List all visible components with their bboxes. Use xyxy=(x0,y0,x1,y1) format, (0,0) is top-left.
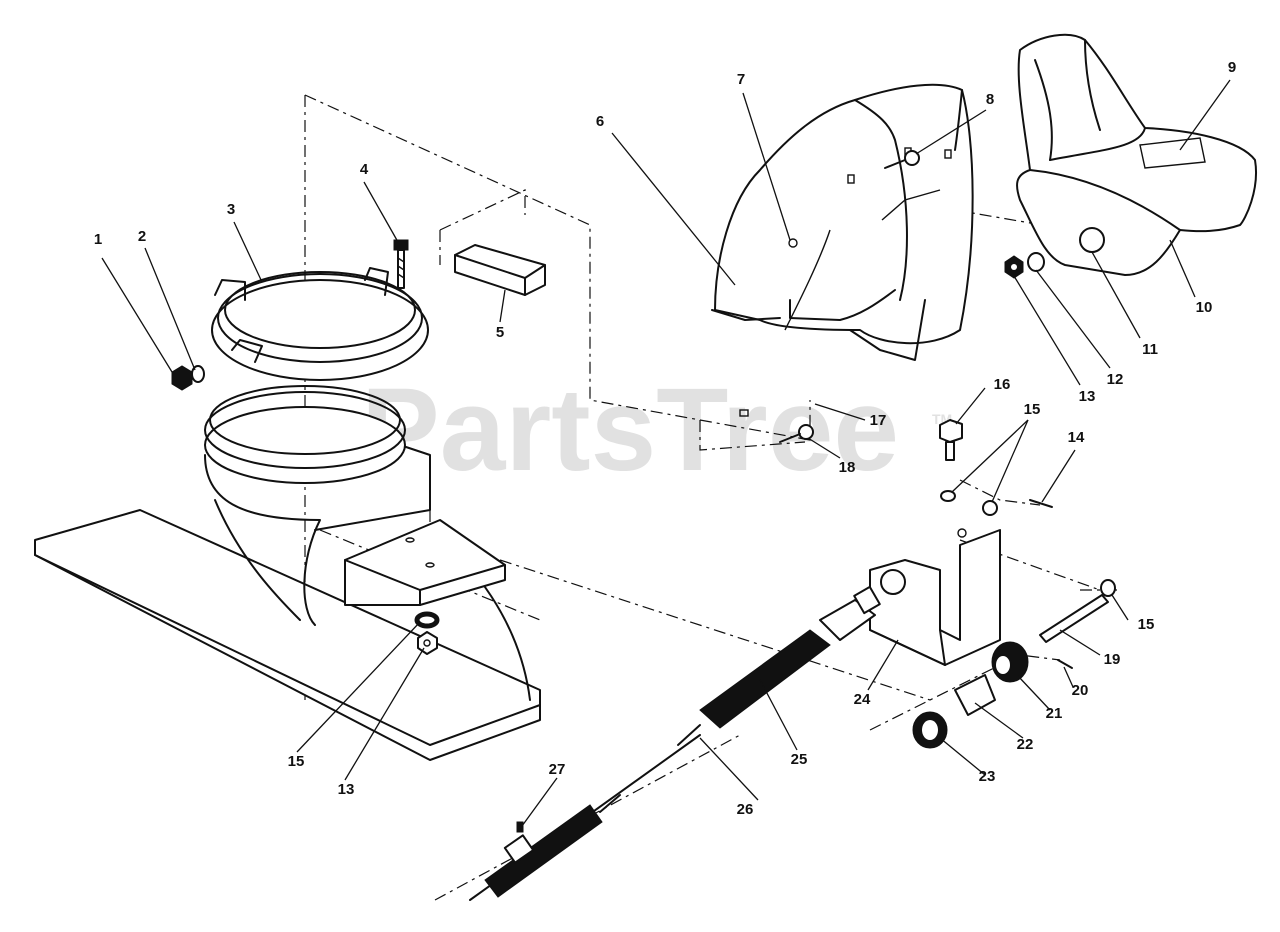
part-19-shaft xyxy=(1039,594,1109,643)
callout-17: 17 xyxy=(870,412,887,429)
part-22-sleeve xyxy=(954,674,996,716)
lower-nut-13 xyxy=(417,631,438,655)
part-24-bracket xyxy=(869,528,1001,666)
callout-12: 12 xyxy=(1107,371,1124,388)
callout-2: 2 xyxy=(138,228,146,245)
callout-7: 7 xyxy=(737,71,745,88)
callout-3: 3 xyxy=(227,201,235,218)
lower-washer-15 xyxy=(414,611,440,629)
part-20-pin xyxy=(1057,659,1073,669)
callout-25: 25 xyxy=(791,751,808,768)
part-23-nut xyxy=(912,711,948,749)
part-6-chute xyxy=(711,83,974,417)
callout-6: 6 xyxy=(596,113,604,130)
callout-18: 18 xyxy=(839,459,856,476)
callout-10: 10 xyxy=(1196,299,1213,316)
part-15-washer-top xyxy=(940,490,956,502)
part-3-ring xyxy=(211,267,429,381)
callout-22: 22 xyxy=(1017,736,1034,753)
part-labels: 1 2 3 4 5 6 7 8 9 10 11 12 13 13 14 15 1… xyxy=(94,59,1236,818)
callout-11: 11 xyxy=(1142,341,1158,358)
callout-14: 14 xyxy=(1068,429,1085,446)
part-21-worm-gear xyxy=(991,641,1029,683)
callout-4: 4 xyxy=(360,161,369,178)
watermark: PartsTree TM xyxy=(361,364,952,496)
callout-16: 16 xyxy=(994,376,1011,393)
callout-27: 27 xyxy=(549,761,566,778)
assembly-lines xyxy=(304,94,1120,901)
part-4-screw xyxy=(393,239,409,289)
part-15-washer-right xyxy=(1100,579,1116,597)
part-5-clamp xyxy=(454,244,546,296)
callout-21: 21 xyxy=(1046,705,1063,722)
part-14-pin xyxy=(1029,499,1053,508)
base-bracket xyxy=(344,519,506,606)
leader-lines xyxy=(101,79,1231,827)
callout-13-upper: 13 xyxy=(1079,388,1096,405)
part-8-screw xyxy=(884,150,920,169)
part-27-fitting xyxy=(484,794,621,898)
flange-ring xyxy=(204,385,406,484)
callout-8: 8 xyxy=(986,91,994,108)
callout-15-upper: 15 xyxy=(1024,401,1041,418)
part-13-nut-upper xyxy=(1004,255,1024,279)
part-25-cable-housing xyxy=(677,585,881,746)
part-11-bushing xyxy=(1079,227,1105,253)
watermark-text: PartsTree xyxy=(361,364,899,496)
callout-26: 26 xyxy=(737,801,754,818)
callout-19: 19 xyxy=(1104,651,1121,668)
part-15-washer-mid xyxy=(982,500,998,516)
callout-1: 1 xyxy=(94,231,102,248)
callout-20: 20 xyxy=(1072,682,1089,699)
callout-15-right: 15 xyxy=(1138,616,1155,633)
part-16-bolt xyxy=(939,419,963,461)
callout-24: 24 xyxy=(854,691,871,708)
callout-5: 5 xyxy=(496,324,504,341)
callout-13-lower: 13 xyxy=(338,781,355,798)
part-1-nut xyxy=(171,365,193,391)
callout-9: 9 xyxy=(1228,59,1236,76)
part-12-washer xyxy=(1027,252,1045,272)
part-18-screw xyxy=(779,424,814,443)
callout-23: 23 xyxy=(979,768,996,785)
callout-15-lower: 15 xyxy=(288,753,305,770)
chute-base-housing xyxy=(34,444,541,761)
part-9-deflector xyxy=(1016,33,1257,276)
